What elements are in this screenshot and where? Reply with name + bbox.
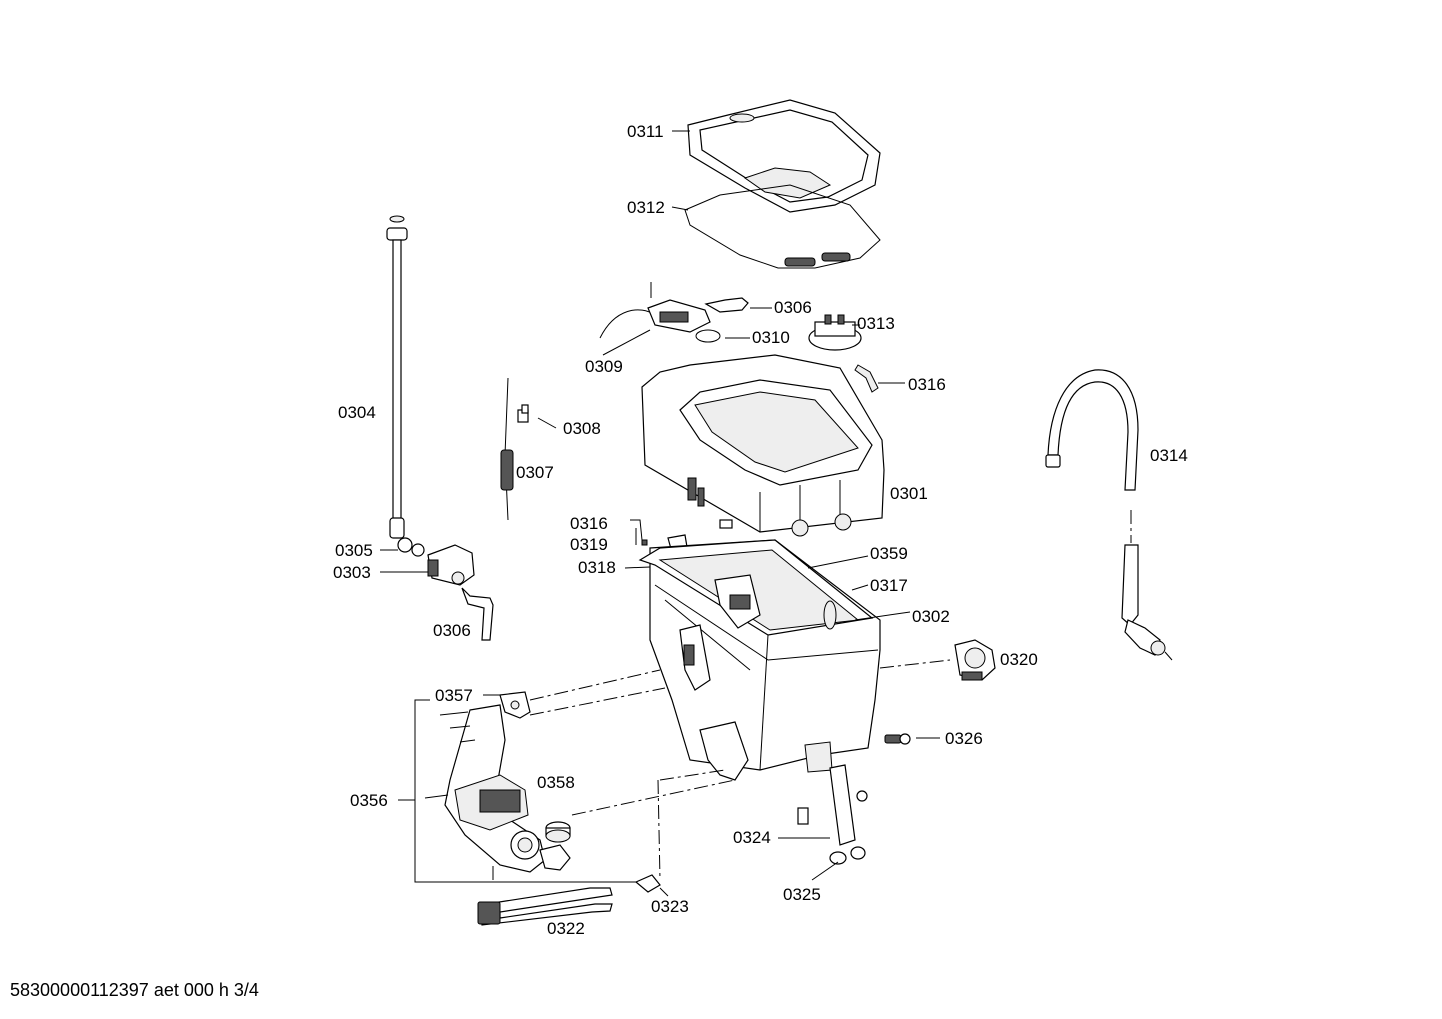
- caps-part-0325[interactable]: [829, 846, 866, 865]
- label-0309: 0309: [585, 357, 623, 376]
- label-0357: 0357: [435, 686, 473, 705]
- sensor-part-0309[interactable]: [599, 282, 749, 339]
- screw-part-0319[interactable]: [641, 539, 648, 546]
- label-0356: 0356: [350, 791, 388, 810]
- supply-pipe-part-0304[interactable]: [386, 215, 408, 539]
- pressure-switch-part-0313[interactable]: [808, 314, 879, 393]
- label-0316-left: 0316: [570, 514, 608, 533]
- label-0303: 0303: [333, 563, 371, 582]
- label-0318: 0318: [578, 558, 616, 577]
- label-0307: 0307: [516, 463, 554, 482]
- top-housing-part-0301[interactable]: [641, 354, 885, 537]
- label-0359: 0359: [870, 544, 908, 563]
- seal-ring-part-0358[interactable]: [545, 821, 571, 843]
- screw-part-0326[interactable]: [884, 733, 911, 745]
- gasket-ring-part-0312[interactable]: [684, 184, 881, 269]
- clamp-part-0323[interactable]: [634, 874, 661, 893]
- label-0323: 0323: [651, 897, 689, 916]
- spring-rod-part-0307[interactable]: [500, 377, 514, 521]
- door-frame-part-0311[interactable]: [687, 99, 881, 213]
- heating-element-part-0322[interactable]: [477, 887, 613, 926]
- detergent-housing-part-0302[interactable]: [638, 539, 881, 781]
- label-0325: 0325: [783, 885, 821, 904]
- pump-part-0320[interactable]: [954, 639, 996, 681]
- drain-hose-part-0314[interactable]: [1045, 369, 1173, 661]
- label-0313: 0313: [857, 314, 895, 333]
- valve-assembly-part-0303[interactable]: [397, 537, 494, 641]
- clip-part-0308[interactable]: [517, 404, 529, 423]
- label-0306-left: 0306: [433, 621, 471, 640]
- label-0317: 0317: [870, 576, 908, 595]
- label-0308: 0308: [563, 419, 601, 438]
- label-0302: 0302: [912, 607, 950, 626]
- label-0358: 0358: [537, 773, 575, 792]
- label-0320: 0320: [1000, 650, 1038, 669]
- label-0304: 0304: [338, 403, 376, 422]
- label-0319: 0319: [570, 535, 608, 554]
- label-0305: 0305: [335, 541, 373, 560]
- strap-part-0324[interactable]: [797, 764, 868, 846]
- document-id-footer: 58300000112397 aet 000 h 3/4: [10, 980, 259, 1000]
- label-0326: 0326: [945, 729, 983, 748]
- label-0316-right: 0316: [908, 375, 946, 394]
- label-0324: 0324: [733, 828, 771, 847]
- label-0312: 0312: [627, 198, 665, 217]
- label-0311: 0311: [627, 122, 664, 141]
- bracket-part-0357[interactable]: [499, 691, 531, 719]
- o-ring-part-0310[interactable]: [695, 329, 721, 343]
- label-0301: 0301: [890, 484, 928, 503]
- label-0306-top: 0306: [774, 298, 812, 317]
- label-0310: 0310: [752, 328, 790, 347]
- hose-part-0316[interactable]: [630, 519, 643, 545]
- label-0322: 0322: [547, 919, 585, 938]
- drain-pump-assembly-part-0356[interactable]: [424, 704, 571, 880]
- label-0314: 0314: [1150, 446, 1188, 465]
